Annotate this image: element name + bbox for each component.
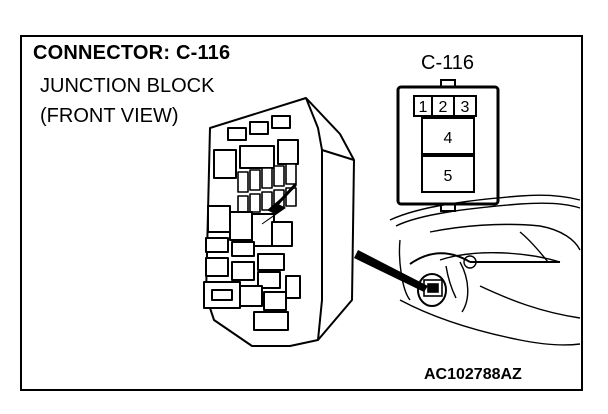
- pin-4-label: 4: [444, 130, 453, 147]
- pin-5-label: 5: [444, 168, 453, 185]
- figure-code: AC102788AZ: [424, 366, 522, 383]
- location-pointer-icon: [354, 250, 428, 292]
- connector-label: C-116: [421, 52, 474, 74]
- pin-2-label: 2: [439, 99, 448, 116]
- diagram-title: CONNECTOR: C-116: [33, 42, 231, 64]
- junction-block-label: JUNCTION BLOCK: [40, 75, 215, 97]
- pin-1-label: 1: [419, 99, 428, 116]
- connector-in-situ: [423, 279, 443, 297]
- dashboard-location-view: [389, 194, 581, 346]
- view-label: (FRONT VIEW): [40, 105, 179, 127]
- pin-3-label: 3: [461, 99, 470, 116]
- junction-block-illustration: [203, 97, 355, 347]
